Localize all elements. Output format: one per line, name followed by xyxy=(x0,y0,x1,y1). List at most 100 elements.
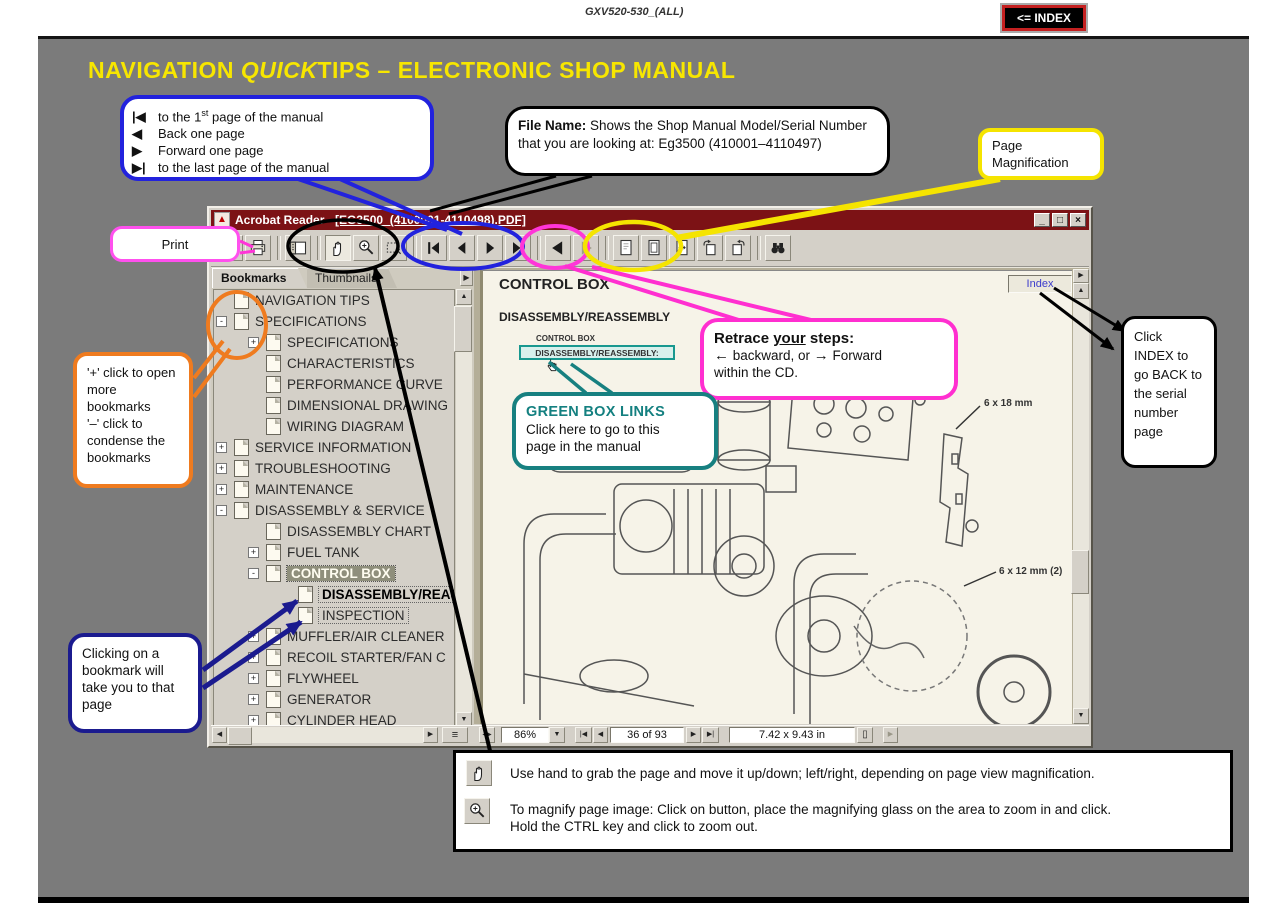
bookmark-item[interactable]: - CONTROL BOX xyxy=(214,563,454,584)
expand-icon[interactable]: + xyxy=(248,652,259,663)
actual-size-icon[interactable] xyxy=(613,235,639,261)
bookmark-item[interactable]: INSPECTION xyxy=(214,605,454,626)
tab-thumbnails[interactable]: Thumbnails xyxy=(307,268,397,288)
bookmark-label[interactable]: RECOIL STARTER/FAN C xyxy=(287,650,446,665)
prev-page-icon[interactable] xyxy=(449,235,475,261)
expand-icon[interactable]: + xyxy=(248,547,259,558)
bookmark-item[interactable]: DISASSEMBLY/REASS xyxy=(214,584,454,605)
hscroll-right-button[interactable]: ▶ xyxy=(423,727,438,743)
bookmark-label[interactable]: DISASSEMBLY CHART xyxy=(287,524,432,539)
bookmark-label[interactable]: NAVIGATION TIPS xyxy=(255,293,370,308)
collapse-icon[interactable]: - xyxy=(216,316,227,327)
collapse-icon[interactable]: - xyxy=(216,505,227,516)
bookmark-item[interactable]: DISASSEMBLY CHART xyxy=(214,521,454,542)
bookmark-item[interactable]: PERFORMANCE CURVE xyxy=(214,374,454,395)
rotate-right-icon[interactable] xyxy=(725,235,751,261)
bookmark-label[interactable]: FLYWHEEL xyxy=(287,671,359,686)
bookmark-label[interactable]: DIMENSIONAL DRAWING xyxy=(287,398,449,413)
bookmark-label[interactable]: SPECIFICATIONS xyxy=(255,314,367,329)
bookmark-item[interactable]: + FUEL TANK xyxy=(214,542,454,563)
status-last-page-button[interactable]: ▶| xyxy=(702,727,719,743)
bookmark-label[interactable]: DISASSEMBLY/REASS xyxy=(318,586,454,603)
bookmark-item[interactable]: + TROUBLESHOOTING xyxy=(214,458,454,479)
go-forward-icon[interactable] xyxy=(573,235,599,261)
first-page-icon[interactable] xyxy=(421,235,447,261)
expand-icon[interactable]: + xyxy=(216,484,227,495)
maximize-button[interactable]: □ xyxy=(1052,213,1068,227)
zoom-tool-icon[interactable] xyxy=(464,798,490,824)
last-page-icon[interactable] xyxy=(505,235,531,261)
zoom-dropdown-button[interactable]: ▼ xyxy=(549,727,565,743)
hand-tool-icon[interactable] xyxy=(466,760,492,786)
zoom-level-box[interactable]: 86% xyxy=(501,727,549,743)
bookmark-item[interactable]: + MUFFLER/AIR CLEANER xyxy=(214,626,454,647)
expand-icon[interactable]: + xyxy=(216,442,227,453)
hscroll-track[interactable] xyxy=(227,727,423,743)
bookmark-label[interactable]: DISASSEMBLY & SERVICE xyxy=(255,503,425,518)
green-box-link[interactable]: DISASSEMBLY/REASSEMBLY: xyxy=(519,345,675,360)
pane-toggle-button[interactable]: ▶ xyxy=(1073,269,1089,283)
nav-pane-icon[interactable] xyxy=(285,235,311,261)
page-layout-mini-button[interactable]: ▯ xyxy=(857,727,873,743)
pane-scrollbar-track[interactable] xyxy=(1073,299,1089,708)
select-icon[interactable] xyxy=(381,235,407,261)
fit-page-icon[interactable] xyxy=(641,235,667,261)
bookmark-label[interactable]: SERVICE INFORMATION xyxy=(255,440,412,455)
print-icon[interactable] xyxy=(245,235,271,261)
bookmark-label[interactable]: CONTROL BOX xyxy=(286,565,396,582)
bookmark-item[interactable]: CHARACTERISTICS xyxy=(214,353,454,374)
expand-icon[interactable]: + xyxy=(216,463,227,474)
close-button[interactable]: × xyxy=(1070,213,1086,227)
bookmark-item[interactable]: - SPECIFICATIONS xyxy=(214,311,454,332)
collapse-icon[interactable]: - xyxy=(248,568,259,579)
scrollbar-track[interactable] xyxy=(456,305,472,712)
bookmark-label[interactable]: MUFFLER/AIR CLEANER xyxy=(287,629,445,644)
bookmark-label[interactable]: SPECIFICATIONS xyxy=(287,335,399,350)
fit-width-icon[interactable] xyxy=(669,235,695,261)
status-first-page-button[interactable]: |◀ xyxy=(575,727,592,743)
bookmark-item[interactable]: + FLYWHEEL xyxy=(214,668,454,689)
bookmark-label[interactable]: INSPECTION xyxy=(318,607,409,624)
find-icon[interactable] xyxy=(765,235,791,261)
bookmark-item[interactable]: + MAINTENANCE xyxy=(214,479,454,500)
bookmark-item[interactable]: + SPECIFICATIONS xyxy=(214,332,454,353)
bookmark-item[interactable]: +GENERATOR xyxy=(214,689,454,710)
expand-icon[interactable]: + xyxy=(248,631,259,642)
bookmark-item[interactable]: - DISASSEMBLY & SERVICE xyxy=(214,500,454,521)
bookmark-label[interactable]: MAINTENANCE xyxy=(255,482,354,497)
tab-bookmarks[interactable]: Bookmarks xyxy=(212,268,307,288)
expand-icon[interactable]: + xyxy=(248,694,259,705)
pane-scrollbar-thumb[interactable] xyxy=(1071,550,1089,594)
scrollbar-thumb[interactable] xyxy=(454,306,472,352)
minimize-button[interactable]: _ xyxy=(1034,213,1050,227)
splitter-handle[interactable]: ◀▶ xyxy=(479,727,495,743)
rotate-left-icon[interactable] xyxy=(697,235,723,261)
status-next-page-button[interactable]: ▶ xyxy=(686,727,701,743)
pane-scroll-up-button[interactable]: ▲ xyxy=(1073,283,1089,299)
go-back-icon[interactable] xyxy=(545,235,571,261)
bookmark-item[interactable]: WIRING DIAGRAM xyxy=(214,416,454,437)
bookmark-label[interactable]: WIRING DIAGRAM xyxy=(287,419,404,434)
zoom-icon[interactable] xyxy=(353,235,379,261)
index-header-button[interactable]: <= INDEX xyxy=(1000,3,1089,33)
hscroll-thumb[interactable] xyxy=(228,727,252,745)
next-page-icon[interactable] xyxy=(477,235,503,261)
pane-scroll-down-button[interactable]: ▼ xyxy=(1073,708,1089,724)
expand-icon[interactable]: + xyxy=(248,337,259,348)
bookmark-item[interactable]: + SERVICE INFORMATION xyxy=(214,437,454,458)
page-indicator-box[interactable]: 36 of 93 xyxy=(610,727,684,743)
hand-icon[interactable] xyxy=(325,235,351,261)
index-link-button[interactable]: Index xyxy=(1008,275,1072,293)
bookmark-item[interactable]: + RECOIL STARTER/FAN C xyxy=(214,647,454,668)
bookmark-label[interactable]: CYLINDER HEAD xyxy=(287,713,397,728)
hscroll-left-button[interactable]: ◀ xyxy=(212,727,227,743)
bookmark-label[interactable]: TROUBLESHOOTING xyxy=(255,461,391,476)
expand-icon[interactable]: + xyxy=(248,673,259,684)
scroll-up-button[interactable]: ▲ xyxy=(456,289,472,305)
panel-toggle-button[interactable]: ▶ xyxy=(460,270,473,286)
panel-menu-button[interactable]: ≡ xyxy=(442,727,468,743)
status-prev-page-button[interactable]: ◀ xyxy=(593,727,608,743)
bookmark-item[interactable]: NAVIGATION TIPS xyxy=(214,290,454,311)
bookmark-label[interactable]: CHARACTERISTICS xyxy=(287,356,415,371)
bookmark-label[interactable]: FUEL TANK xyxy=(287,545,360,560)
